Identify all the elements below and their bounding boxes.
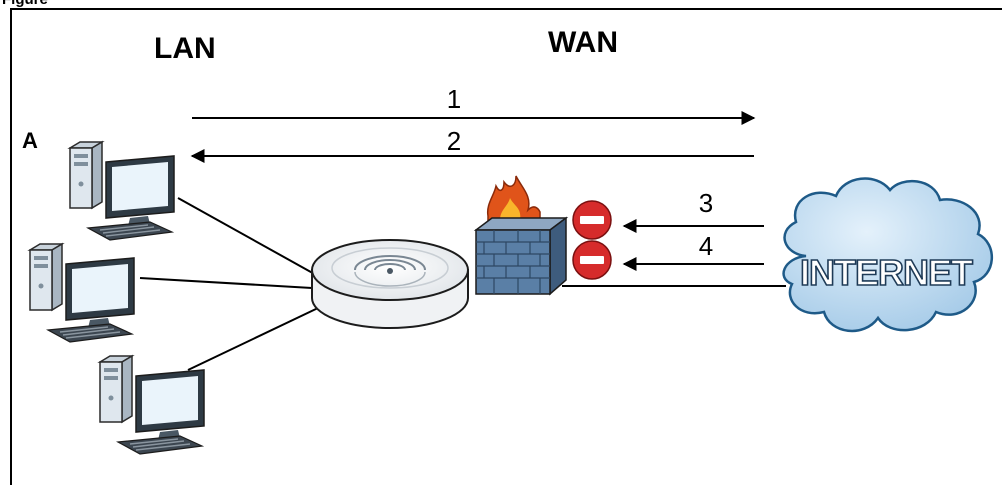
wan-zone-label: WAN bbox=[548, 26, 618, 59]
arrow-2-label: 2 bbox=[447, 126, 461, 156]
arrow-3-label: 3 bbox=[699, 188, 713, 218]
blocked-icon bbox=[573, 241, 611, 279]
firewall-icon bbox=[476, 176, 566, 294]
lan-zone-label: LAN bbox=[154, 32, 216, 65]
link-pc-b-router bbox=[140, 278, 312, 288]
internet-cloud-icon: INTERNET bbox=[784, 179, 992, 331]
computer-icon bbox=[100, 356, 204, 454]
arrow-4-label: 4 bbox=[699, 231, 713, 261]
computer-icon bbox=[30, 244, 134, 342]
computer-icon bbox=[70, 142, 174, 240]
pc-a-label: A bbox=[22, 128, 38, 153]
blocked-icon bbox=[573, 201, 611, 239]
internet-label: INTERNET bbox=[800, 252, 973, 293]
router-icon bbox=[312, 240, 468, 328]
link-pc-c-router bbox=[188, 308, 318, 370]
arrow-1-label: 1 bbox=[447, 84, 461, 114]
link-pc-a-router bbox=[178, 198, 318, 276]
